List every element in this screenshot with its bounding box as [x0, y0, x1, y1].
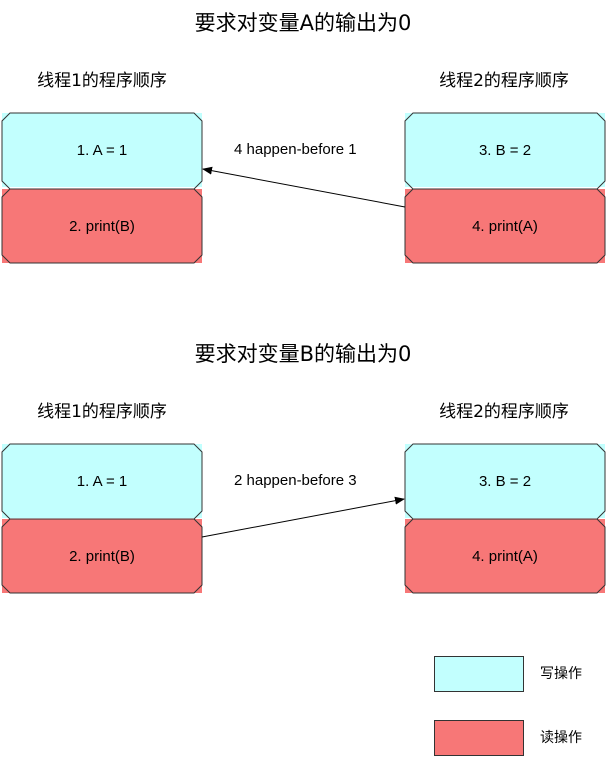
section-1-op-print-b: 2. print(B)	[2, 189, 202, 263]
section-1-thread1-outline	[1, 112, 203, 264]
section-1-thread2-label: 线程2的程序顺序	[439, 71, 569, 91]
section-2-thread1-outline	[1, 443, 203, 594]
section-2-title: 要求对变量B的输出为0	[194, 342, 412, 366]
section-2-op-b-equals-2: 3. B = 2	[405, 444, 605, 518]
section-1-edge-label: 4 happen-before 1	[234, 141, 357, 158]
section-2-thread2-outline	[404, 443, 606, 594]
section-1-thread2-outline	[404, 112, 606, 264]
section-2-edge-label: 2 happen-before 3	[234, 472, 357, 489]
section-2-op-a-equals-1: 1. A = 1	[2, 444, 202, 518]
legend-write-swatch	[434, 656, 524, 692]
section-2-op-print-a: 4. print(A)	[405, 519, 605, 593]
section-2-op-print-b: 2. print(B)	[2, 519, 202, 593]
section-1-op-b-equals-2: 3. B = 2	[405, 113, 605, 187]
section-2-thread1-label: 线程1的程序顺序	[37, 402, 167, 422]
section-1-arrow	[202, 166, 406, 208]
legend-read-label: 读操作	[540, 730, 582, 746]
section-1-op-print-a: 4. print(A)	[405, 189, 605, 263]
section-1-title: 要求对变量A的输出为0	[194, 11, 412, 35]
section-1-op-a-equals-1: 1. A = 1	[2, 113, 202, 187]
legend-write-label: 写操作	[540, 666, 582, 682]
section-2-arrow	[201, 496, 405, 538]
section-2-thread2-label: 线程2的程序顺序	[439, 402, 569, 422]
legend-read-swatch	[434, 720, 524, 756]
section-1-thread1-label: 线程1的程序顺序	[37, 71, 167, 91]
